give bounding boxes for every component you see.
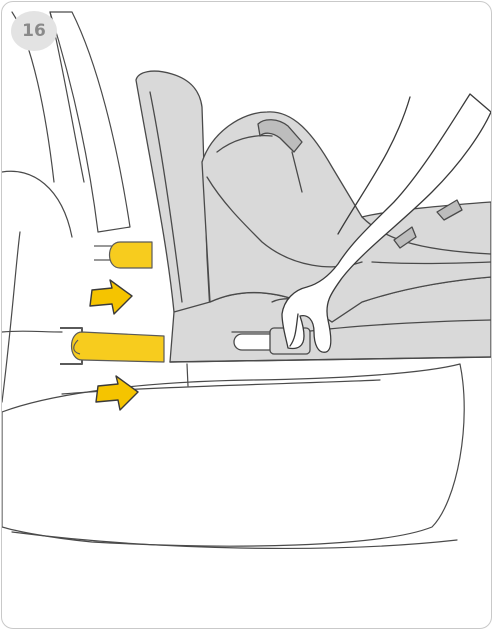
step-number-badge: 16 <box>11 11 57 51</box>
vehicle-seat-cushion <box>2 364 464 548</box>
